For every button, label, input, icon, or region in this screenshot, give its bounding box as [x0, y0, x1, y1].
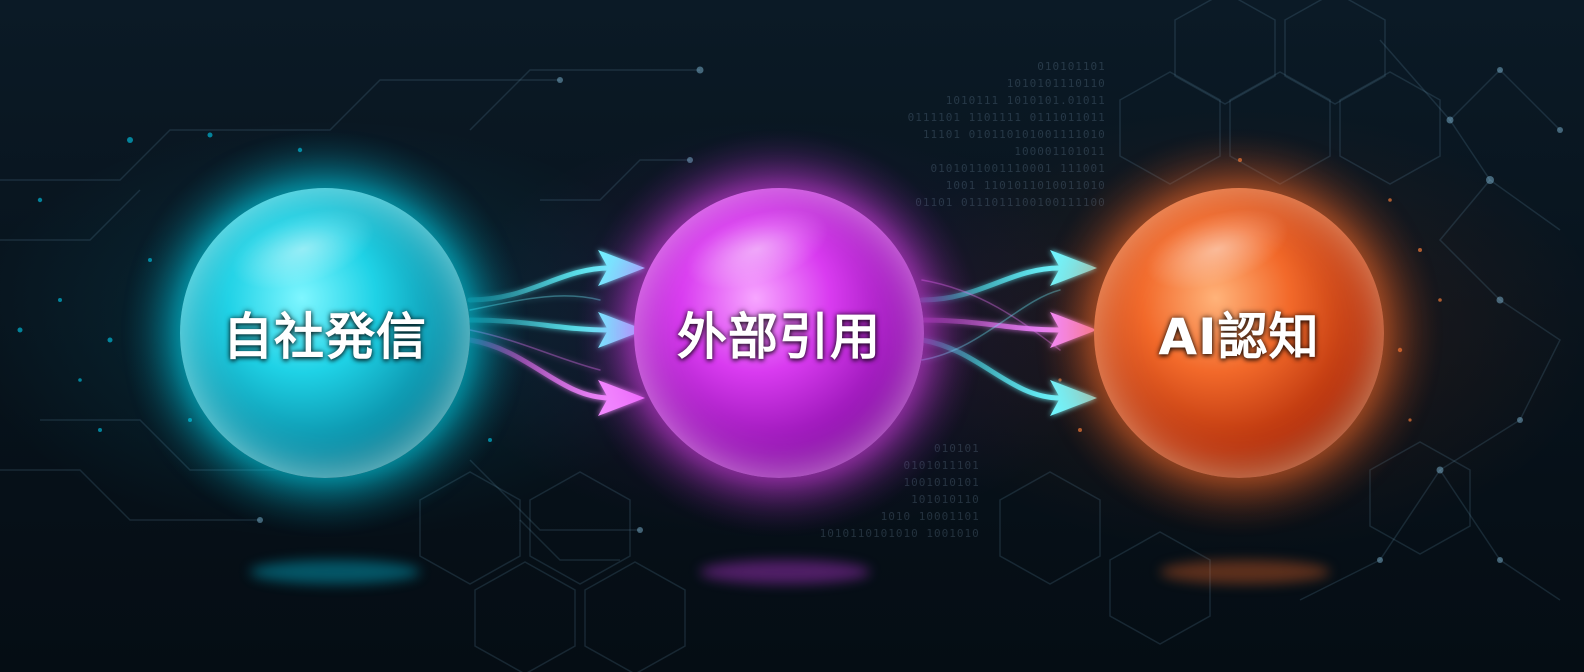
binary-code-decoration: 010101101 1010101110110 1010111 1010101.…: [907, 60, 1106, 209]
node-external-citation: 外部引用: [574, 128, 984, 538]
sphere-icon: [1094, 188, 1384, 478]
node-reflection: [700, 560, 870, 584]
arrowheads-group-2: [1050, 250, 1097, 416]
node-reflection: [1160, 560, 1330, 584]
flow-arrow-group-2: [919, 265, 1063, 401]
node-label: 外部引用: [677, 308, 881, 366]
sphere-icon: [634, 188, 924, 478]
node-reflection: [250, 560, 420, 584]
node-label: 自社発信: [223, 308, 427, 366]
binary-code-decoration: 010101 0101011101 1001010101 101010110 1…: [819, 442, 980, 540]
arrowheads-group-1: [598, 250, 645, 416]
node-owned-media: 自社発信: [120, 128, 530, 538]
flow-arrow-group-1: [467, 265, 613, 401]
sphere-icon: [180, 188, 470, 478]
node-ai-recognition: AI認知: [1034, 128, 1444, 538]
node-label: AI認知: [1158, 308, 1320, 366]
